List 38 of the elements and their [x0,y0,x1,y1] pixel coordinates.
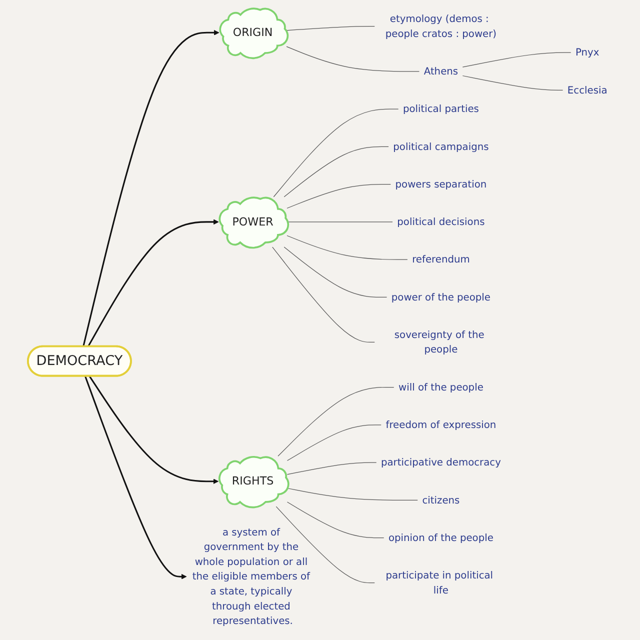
node-text: opinion of the people [388,532,494,544]
connector [287,462,377,475]
connector [284,146,389,198]
connector [287,502,384,538]
node-text: participative democracy [381,456,501,468]
connector [272,246,376,343]
arrow [82,30,220,347]
connector [286,235,408,260]
connector [462,52,572,68]
node-text: Ecclesia [568,84,608,96]
connector [286,26,376,31]
connector [287,488,418,500]
connector [286,184,392,209]
node-text: Pnyx [576,46,600,58]
node-text: Athens [424,65,458,77]
connector [287,424,382,461]
node-text: will of the people [398,381,484,393]
node-text: freedom of expression [386,418,496,430]
arrow [84,376,187,580]
node-text: political campaigns [393,140,489,152]
node-text: sovereignty of the people [394,328,484,356]
connector [462,75,564,91]
connector [278,386,394,456]
node-text: citizens [422,494,460,506]
connector [273,108,399,198]
node-text: political decisions [397,216,485,228]
node-text: participate in political life [386,569,494,596]
node-text: political parties [403,102,480,115]
node-text: referendum [412,253,470,266]
arrow [88,219,219,347]
node-text: etymology (demos : people cratos : power) [385,12,497,40]
connector [286,46,420,72]
node-text: powers separation [395,178,487,190]
connector [284,246,388,298]
arrow [88,376,219,484]
connector [276,506,376,584]
node-text: a system of government by the whole population or all the eligible members of a state, typically through elected representatives. [192,526,310,627]
node-text: power of the people [391,291,491,303]
